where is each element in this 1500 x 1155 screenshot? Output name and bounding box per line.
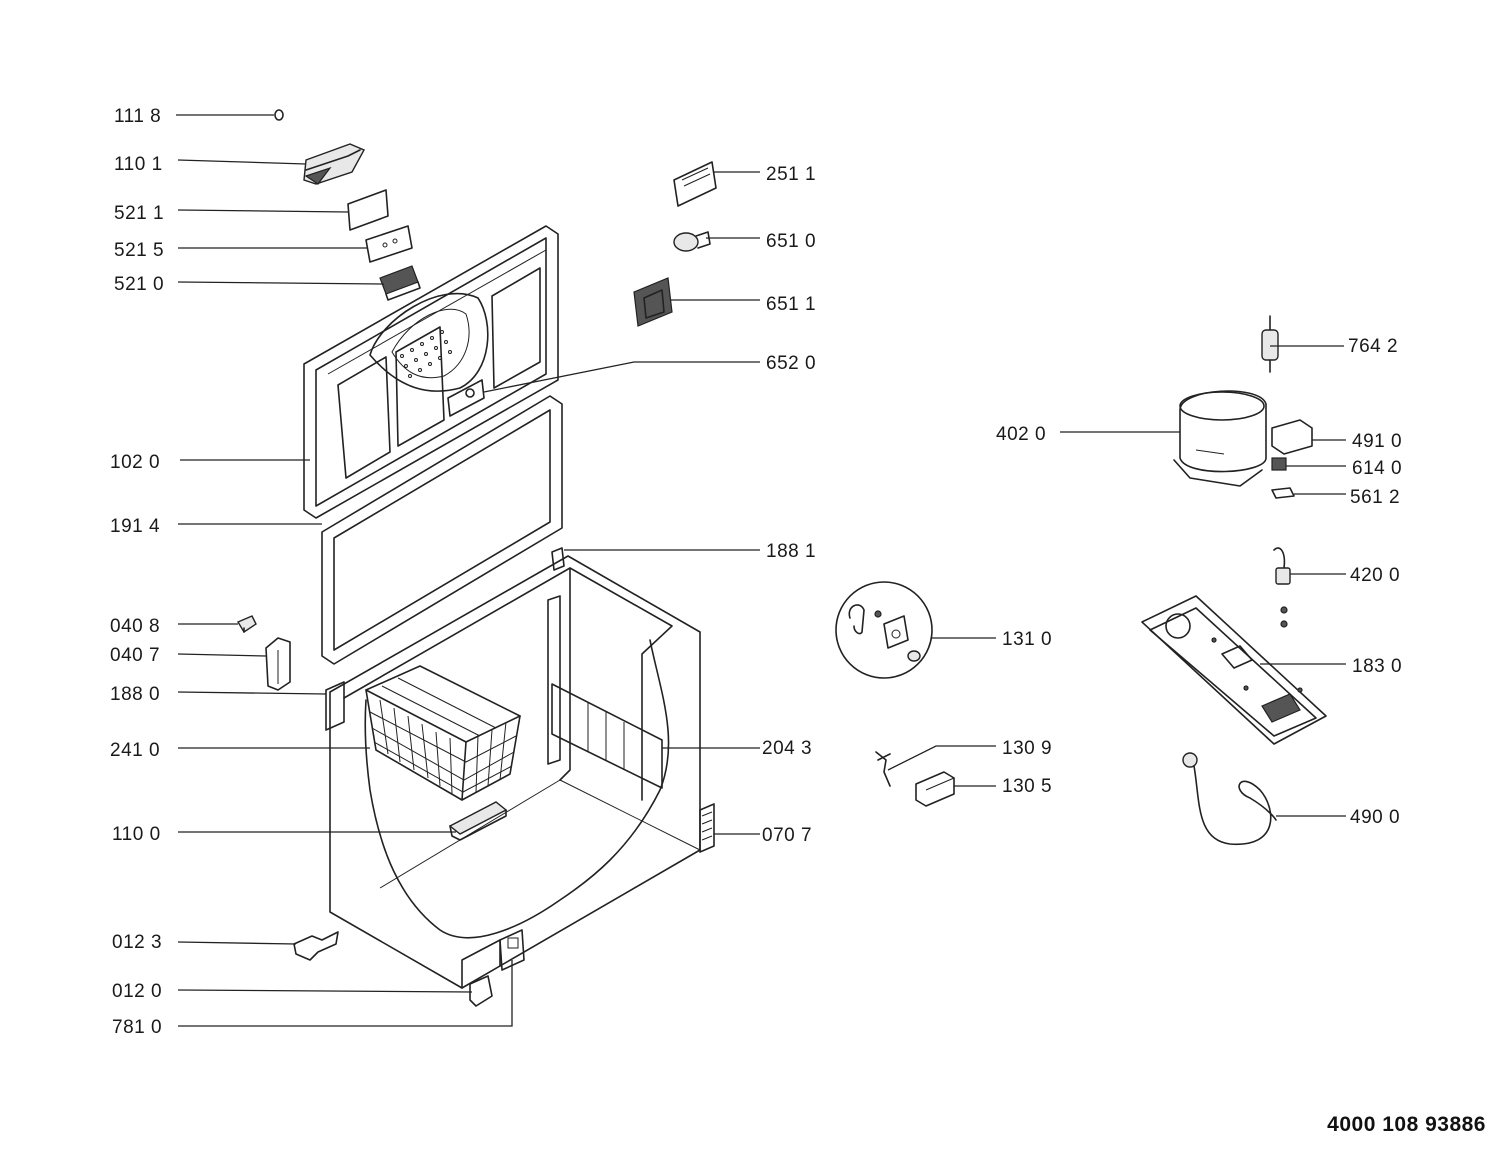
part-label: 131 0 [1002,629,1052,650]
part-131-0-detail-drawing [835,581,933,679]
part-012-0-foot-drawing [469,975,493,1007]
part-102-0-lid-drawing [303,225,559,519]
part-110-1-handle-drawing [303,143,365,185]
part-label: 251 1 [766,164,816,185]
part-040-7-hinge-drawing [265,637,291,691]
cabinet-body-drawing [329,555,701,989]
part-561-2-grommet-drawing [1271,487,1295,499]
part-label: 652 0 [766,353,816,374]
part-188-0-hinge-cover-drawing [325,681,345,731]
part-521-0-control-drawing [379,265,421,301]
part-label: 012 0 [112,981,162,1002]
part-label: 188 1 [766,541,816,562]
part-label: 561 2 [1350,487,1400,508]
part-651-1-lamp-holder-drawing [633,277,673,327]
part-label: 490 0 [1350,807,1400,828]
part-label: 070 7 [762,825,812,846]
part-614-0-overload-drawing [1271,457,1287,471]
part-402-0-compressor-drawing [1173,390,1267,487]
part-label: 183 0 [1352,656,1402,677]
part-130-5-switch-drawing [915,771,955,807]
part-label: 012 3 [112,932,162,953]
part-label: 040 7 [110,645,160,666]
part-241-0-basket-drawing [365,665,521,801]
document-number: 4000 108 93886 [1327,1113,1486,1136]
part-183-0-base-plate-drawing [1141,595,1327,745]
part-label: 781 0 [112,1017,162,1038]
part-label: 102 0 [110,452,160,473]
part-label: 521 5 [114,240,164,261]
part-204-3-divider-drawing [551,683,663,789]
part-label: 521 0 [114,274,164,295]
part-label: 110 0 [112,824,161,845]
part-label: 111 8 [114,106,161,127]
part-764-2-drier-drawing [1261,315,1279,373]
part-491-0-relay-drawing [1271,419,1313,455]
part-label: 764 2 [1348,336,1398,357]
part-label: 420 0 [1350,565,1400,586]
part-labels: 111 8 110 1 521 1 521 5 521 0 102 0 191 … [110,106,1402,1038]
part-label: 521 1 [114,203,164,224]
part-label: 130 5 [1002,776,1052,797]
part-040-8-clip-drawing [236,615,257,633]
part-521-5-bracket-drawing [365,225,413,263]
part-label: 651 0 [766,231,816,252]
part-521-1-plate-drawing [347,189,389,231]
part-label: 204 3 [762,738,812,759]
part-label: 191 4 [110,516,160,537]
part-781-0-label-drawing [499,929,525,971]
leader-lines [176,114,1346,1027]
part-251-1-lamp-cover-drawing [673,161,717,207]
part-490-0-power-cord-drawing [1182,752,1277,845]
part-420-0-capacitor-drawing [1273,547,1291,628]
part-651-0-bulb-drawing [673,231,711,252]
part-191-4-gasket-drawing [321,395,563,665]
part-label: 651 1 [766,294,816,315]
part-label: 188 0 [110,684,160,705]
part-012-3-bracket-drawing [293,931,339,961]
part-label: 130 9 [1002,738,1052,759]
part-130-9-spring-drawing [875,751,891,787]
part-label: 402 0 [996,424,1046,445]
part-label: 040 8 [110,616,160,637]
part-110-0-inner-handle-drawing [448,801,508,841]
part-070-7-grille-drawing [699,803,715,853]
part-111-8-screw-drawing [274,109,284,121]
part-label: 241 0 [110,740,160,761]
part-label: 491 0 [1352,431,1402,452]
part-label: 110 1 [114,154,163,175]
part-label: 614 0 [1352,458,1402,479]
